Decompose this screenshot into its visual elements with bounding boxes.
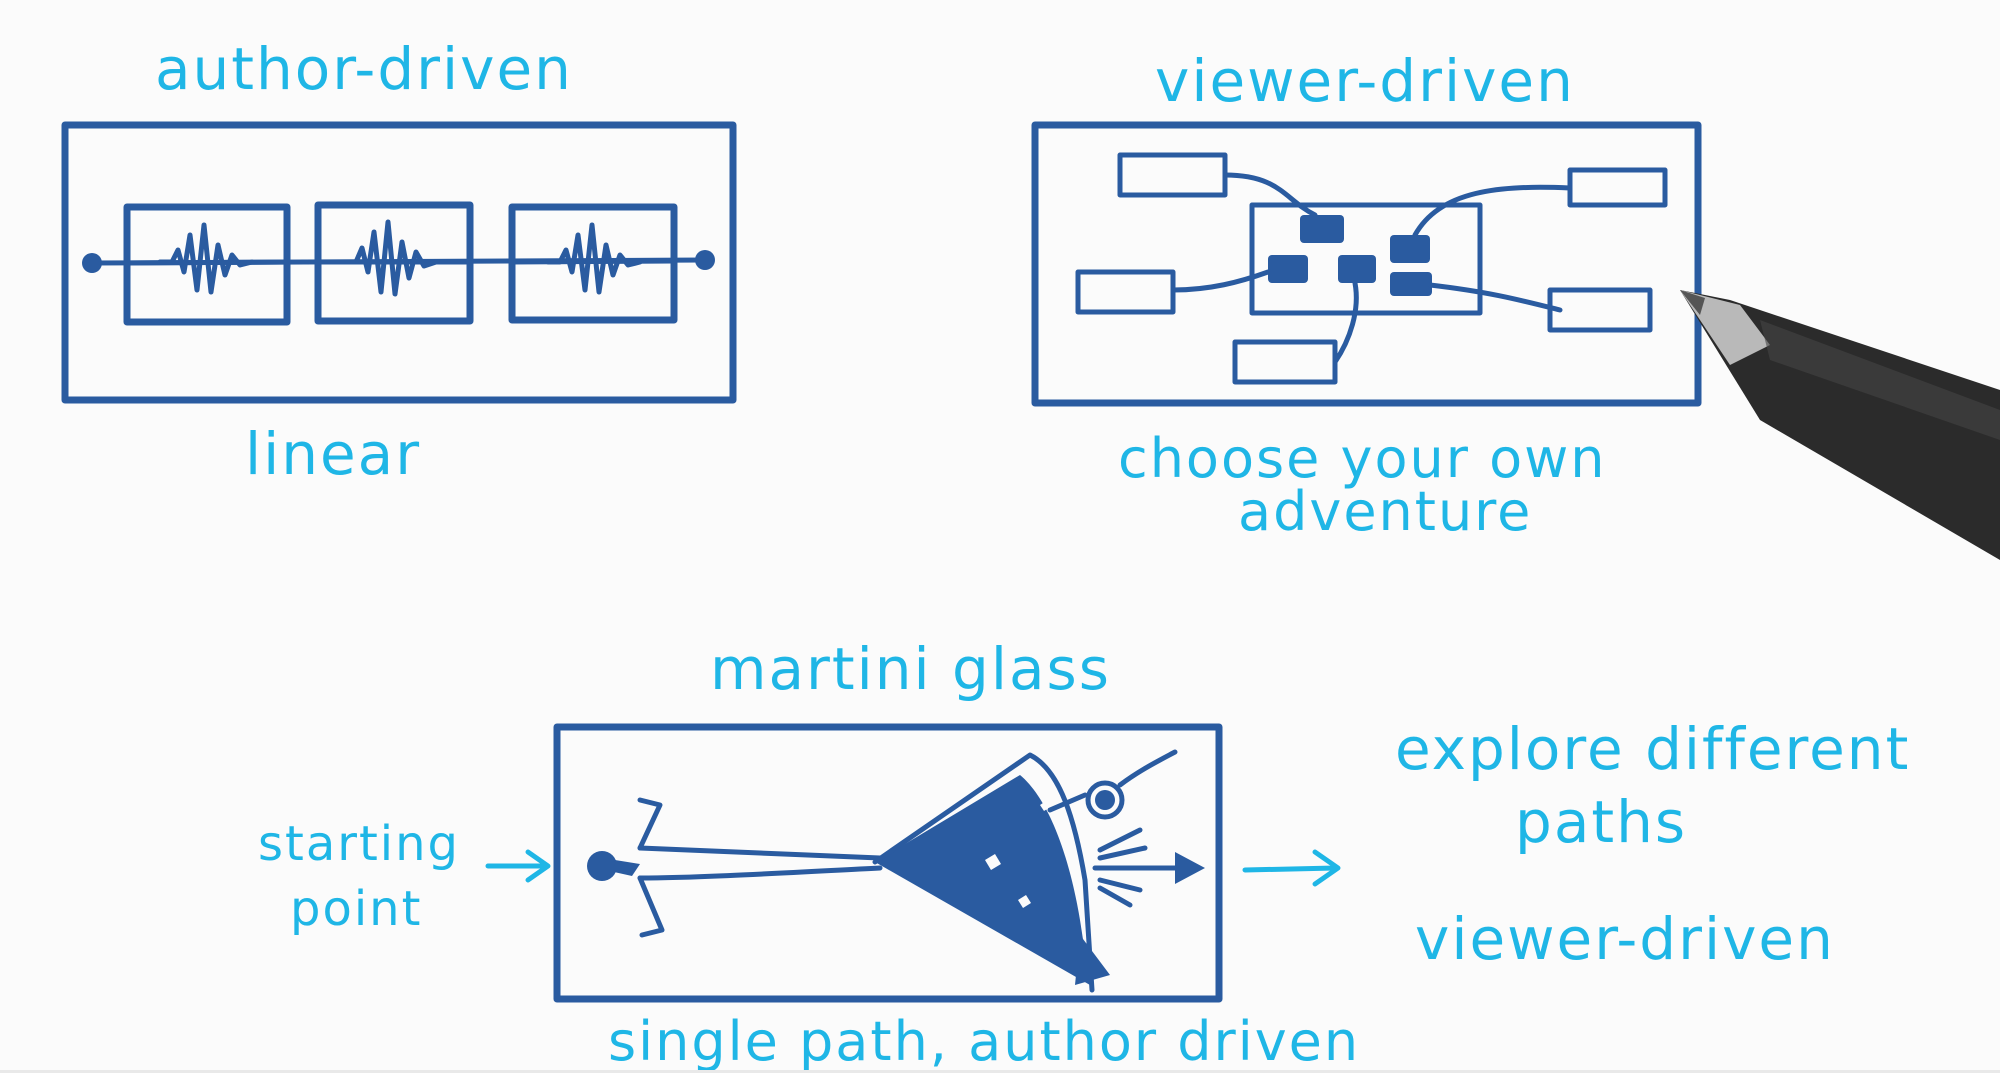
paths-note: paths (1515, 788, 1688, 856)
viewer-driven-title: viewer-driven (1155, 47, 1575, 115)
choose-your-own-caption: choose your own (1118, 427, 1607, 490)
linear-frame-3 (508, 203, 678, 324)
explore-arrow (1242, 849, 1341, 887)
linear-frame-2 (314, 201, 474, 325)
martini-glass-box (553, 723, 1223, 1003)
point-note: point (290, 881, 423, 937)
author-driven-title: author-driven (155, 35, 573, 103)
starting-note: starting (258, 816, 461, 872)
viewer-driven-note: viewer-driven (1415, 905, 1835, 973)
bottom-edge (0, 1070, 2000, 1073)
martini-glass-title: martini glass (710, 635, 1111, 703)
linear-caption: linear (245, 420, 422, 488)
adventure-caption: adventure (1238, 480, 1533, 543)
single-path-caption: single path, author driven (608, 1010, 1361, 1073)
explore-different-note: explore different (1395, 715, 1911, 783)
author-driven-box (61, 121, 737, 404)
pen-icon (1680, 290, 2000, 560)
starting-point-arrow (485, 849, 551, 883)
viewer-driven-box (1031, 121, 1702, 407)
linear-frame-1 (123, 203, 291, 326)
